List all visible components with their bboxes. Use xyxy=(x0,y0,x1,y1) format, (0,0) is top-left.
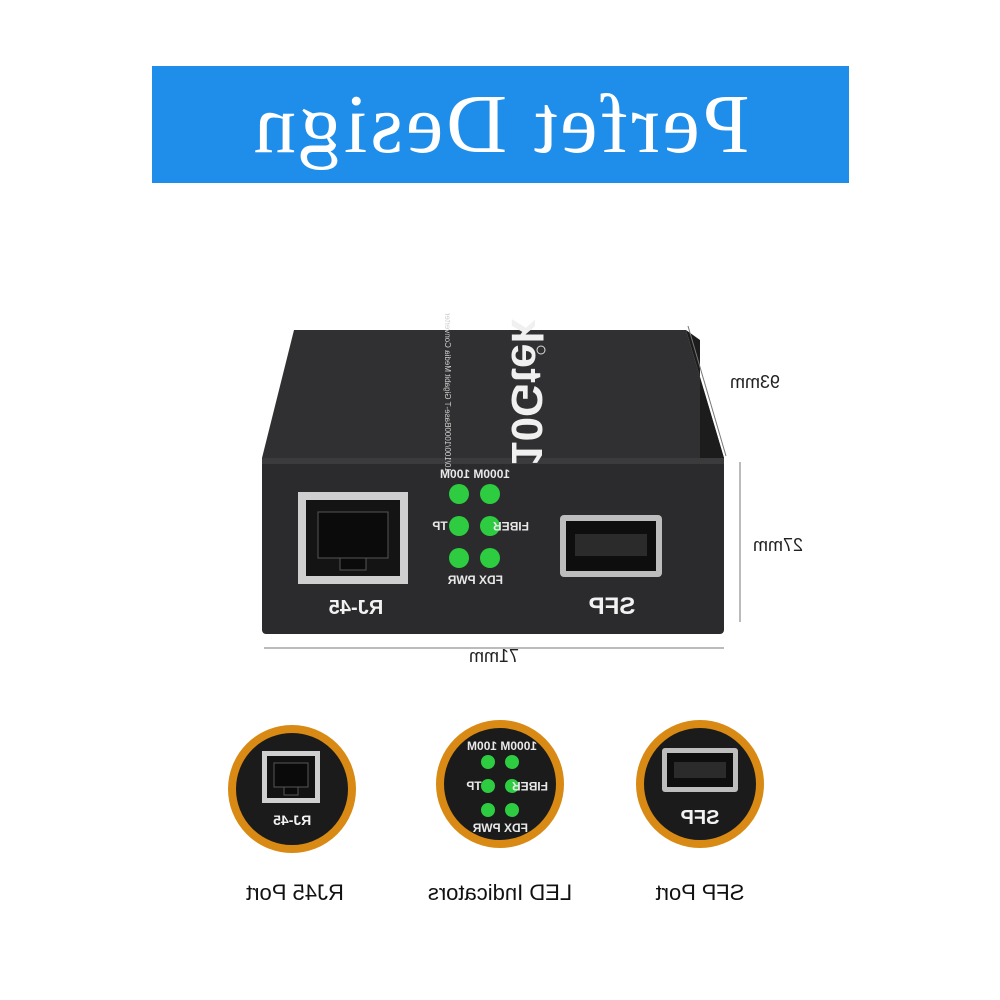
depth-dimension: 93mm xyxy=(730,372,780,392)
rj45-port xyxy=(298,492,408,584)
svg-text:10/100/1000Base-T Gigabit Medi: 10/100/1000Base-T Gigabit Media Converte… xyxy=(443,312,452,471)
led-indicators: 1000M 100M TP FIBER FDX PWR xyxy=(432,467,529,587)
width-dimension: 71mm xyxy=(469,646,519,666)
feature-caption: SFP Port xyxy=(655,880,745,905)
led-icon xyxy=(480,548,500,568)
svg-text:FIBER: FIBER xyxy=(512,779,548,793)
device-top xyxy=(262,330,724,458)
rj45-label: RJ-45 xyxy=(329,597,383,619)
sfp-label: SFP xyxy=(589,593,636,620)
svg-text:SFP: SFP xyxy=(681,807,720,829)
svg-text:FIBER: FIBER xyxy=(493,519,529,533)
sfp-port-icon: SFP xyxy=(636,720,764,848)
svg-text:FDX PWR: FDX PWR xyxy=(472,821,528,835)
svg-text:RJ-45: RJ-45 xyxy=(273,812,311,828)
registered-mark-icon xyxy=(536,345,546,355)
brand-logo: 10Gtek xyxy=(502,319,551,466)
svg-text:10Gtek: 10Gtek xyxy=(502,319,551,466)
led-icon xyxy=(449,484,469,504)
led-icon xyxy=(480,484,500,504)
feature-caption: LED Indicators xyxy=(427,880,573,905)
feature-caption: RJ45 Port xyxy=(246,880,344,905)
title-banner: Perfet Design xyxy=(152,66,849,183)
led-indicators-icon: 1000M 100M TP FIBER FDX PWR xyxy=(436,720,564,848)
led-icon xyxy=(449,548,469,568)
rj45-port-icon: RJ-45 xyxy=(228,725,356,853)
led-icon xyxy=(449,516,469,536)
svg-text:1000M 100M: 1000M 100M xyxy=(440,467,510,481)
svg-text:FDX PWR: FDX PWR xyxy=(447,573,503,587)
sfp-port xyxy=(560,515,662,577)
svg-text:1000M 100M: 1000M 100M xyxy=(467,739,537,753)
height-dimension: 27mm xyxy=(753,535,803,555)
device-subtitle: 10/100/1000Base-T Gigabit Media Converte… xyxy=(443,312,452,471)
svg-text:TP: TP xyxy=(466,779,481,793)
dimension-lines xyxy=(264,325,741,649)
led-icon xyxy=(480,516,500,536)
svg-text:TP: TP xyxy=(432,519,447,533)
